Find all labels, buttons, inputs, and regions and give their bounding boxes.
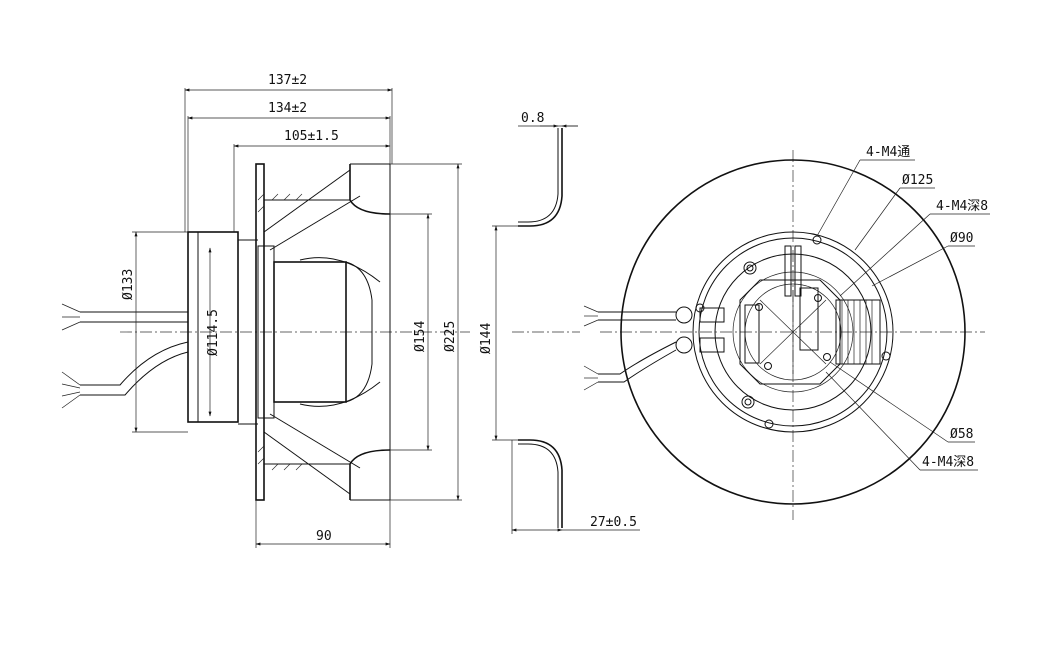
dim-overall-length: 137±2	[268, 73, 307, 88]
callout-thru-holes: 4-M4通	[866, 145, 910, 160]
dia-impeller-label: Ø225	[443, 321, 458, 352]
dim-thickness-label: 0.8	[521, 111, 544, 126]
dia-inlet-label: Ø144	[479, 323, 494, 354]
callout-bolt-circle-125: Ø125	[902, 173, 933, 188]
dim-body-length: 134±2	[268, 101, 307, 116]
dim-impeller-length: 105±1.5	[284, 129, 339, 144]
section-view: 0.8 Ø144 27±0.5	[479, 111, 640, 534]
dia-motor-label: Ø133	[121, 269, 136, 300]
callout-tapped-holes-upper: 4-M4深8	[936, 199, 988, 214]
side-view: 137±2 134±2 105±1.5 90 Ø133 Ø114.5 Ø154 …	[61, 73, 470, 548]
dim-section-depth: 27±0.5	[590, 515, 637, 530]
dia-outlet-label: Ø154	[413, 321, 428, 352]
front-view: 4-M4通 Ø125 4-M4深8 Ø90 Ø58 4-M4深8	[583, 145, 990, 520]
callout-tapped-holes-lower: 4-M4深8	[922, 455, 974, 470]
callout-bolt-circle-90: Ø90	[950, 231, 973, 246]
dim-side-depth: 90	[316, 529, 332, 544]
callout-bolt-circle-58: Ø58	[950, 427, 973, 442]
dia-hub-label: Ø114.5	[206, 309, 221, 356]
